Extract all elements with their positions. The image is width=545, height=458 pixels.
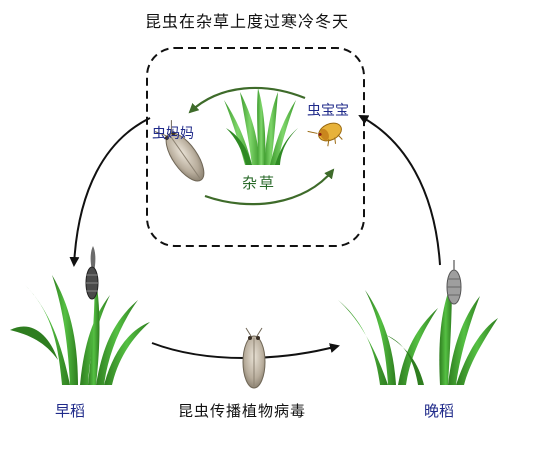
transmission-label: 昆虫传播植物病毒	[178, 402, 307, 420]
arrow-to-early-rice	[69, 117, 151, 267]
winter-box	[146, 47, 365, 247]
weed-clump	[224, 88, 298, 165]
arrow-late-to-winter	[358, 115, 441, 266]
baby-label: 虫宝宝	[307, 103, 349, 119]
mother-label: 虫妈妈	[152, 126, 194, 142]
insect-baby	[307, 122, 343, 147]
weed-label: 杂草	[242, 174, 277, 192]
arrow-mother-to-baby	[204, 168, 335, 206]
early-rice-label: 早稻	[55, 402, 86, 420]
insect-vector	[242, 327, 266, 389]
diagram-title: 昆虫在杂草上度过寒冷冬天	[145, 12, 350, 31]
late-rice-label: 晚稻	[424, 402, 455, 420]
arrow-baby-to-mother	[188, 86, 306, 114]
late-rice-plant	[338, 260, 498, 385]
early-rice-plant	[10, 246, 150, 385]
insect-mother	[154, 120, 205, 182]
